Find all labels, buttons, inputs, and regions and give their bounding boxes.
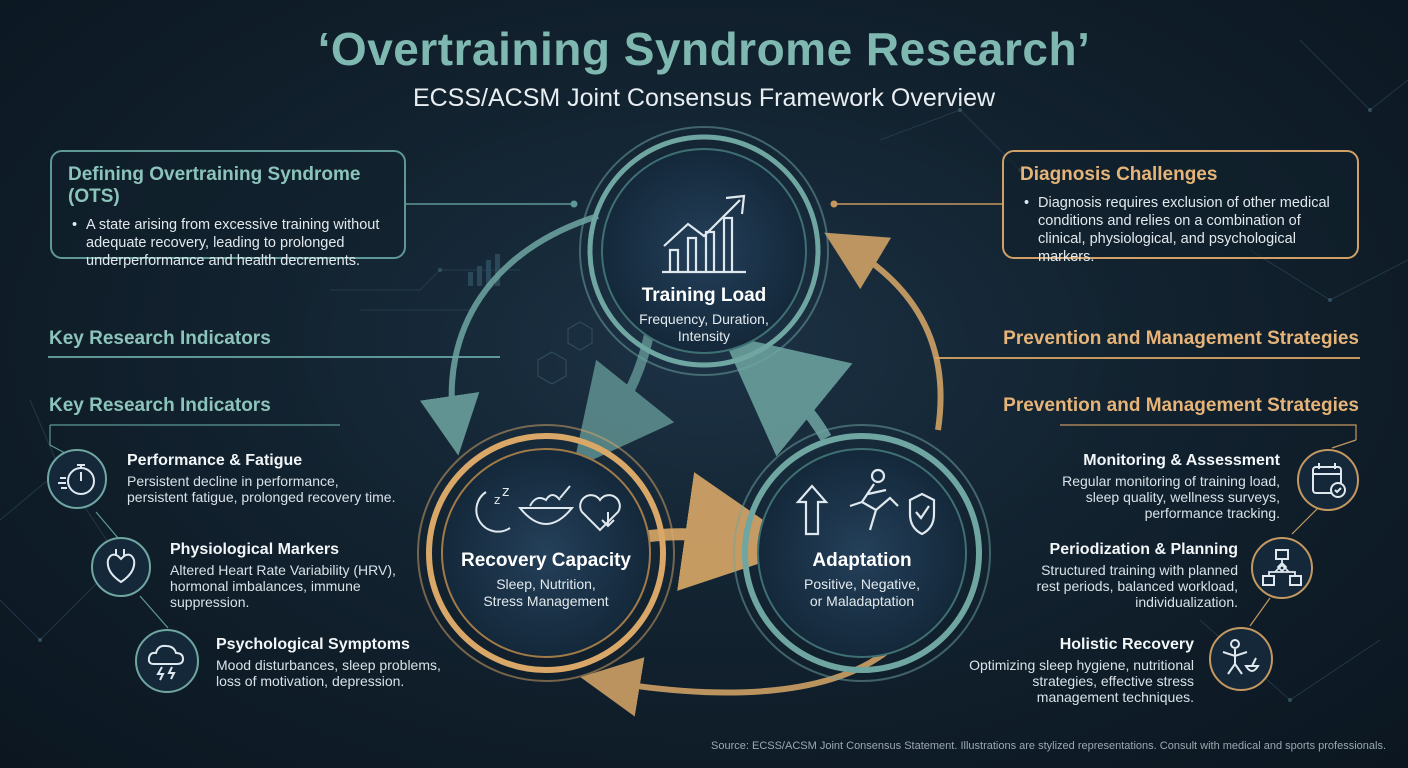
wellness-figure-icon: [1209, 627, 1273, 691]
right-section-heading-lower: Prevention and Management Strategies: [1003, 395, 1359, 416]
right-section-heading-upper: Prevention and Management Strategies: [1003, 328, 1359, 349]
strategy-title: Holistic Recovery: [1059, 636, 1194, 653]
strategy-desc-line: rest periods, balanced workload,: [1036, 578, 1238, 594]
left-section-heading-lower: Key Research Indicators: [49, 395, 271, 416]
cycle-arc-left: [420, 213, 599, 456]
indicator-desc-line: suppression.: [170, 594, 250, 610]
strategy-desc-line: management techniques.: [1036, 689, 1194, 705]
calendar-check-icon: [1297, 449, 1359, 511]
strategy-title: Periodization & Planning: [1049, 541, 1238, 558]
recovery-capacity-sub: Stress Management: [483, 593, 609, 609]
strategy-holistic: Holistic Recovery Optimizing sleep hygie…: [894, 636, 1194, 705]
indicator-title: Physiological Markers: [170, 541, 339, 558]
strategy-title: Monitoring & Assessment: [1083, 452, 1280, 469]
runner-shield-icon: [795, 468, 936, 536]
adaptation-title: Adaptation: [812, 550, 912, 571]
strategy-monitoring: Monitoring & Assessment Regular monitori…: [980, 452, 1280, 521]
indicator-title: Performance & Fatigue: [127, 452, 303, 469]
page-title: ‘Overtraining Syndrome Research’: [317, 23, 1091, 75]
strategy-desc-line: Structured training with planned: [1041, 562, 1238, 578]
diagnosis-box: Diagnosis Challenges Diagnosis requires …: [1002, 150, 1359, 265]
indicator-desc-line: persistent fatigue, prolonged recovery t…: [127, 489, 396, 505]
indicator-desc-line: Altered Heart Rate Variability (HRV),: [170, 562, 396, 578]
hierarchy-icon: [1251, 537, 1313, 599]
indicator-desc-line: hormonal imbalances, immune: [170, 578, 361, 594]
definition-box: Defining Overtraining Syndrome (OTS) A s…: [50, 150, 406, 269]
heart-organ-icon: [91, 537, 151, 597]
adaptation-node: Adaptation Positive, Negative, or Malada…: [752, 550, 972, 610]
svg-text:z: z: [502, 484, 509, 500]
storm-cloud-icon: [135, 629, 199, 693]
diagnosis-title: Diagnosis Challenges: [1020, 164, 1218, 185]
rising-chart-icon: [662, 194, 746, 274]
strategy-desc-line: Optimizing sleep hygiene, nutritional: [969, 657, 1194, 673]
training-load-sub: Frequency, Duration,: [639, 311, 769, 327]
strategy-desc-line: Regular monitoring of training load,: [1062, 473, 1280, 489]
svg-text:z: z: [494, 493, 500, 507]
diagnosis-text: Diagnosis requires exclusion of other me…: [1020, 194, 1341, 266]
recovery-capacity-sub: Sleep, Nutrition,: [496, 576, 596, 592]
strategy-desc-line: sleep quality, wellness surveys,: [1085, 489, 1280, 505]
adaptation-sub: or Maladaptation: [809, 593, 915, 609]
page-subtitle: ECSS/ACSM Joint Consensus Framework Over…: [412, 84, 996, 112]
indicator-desc-line: Mood disturbances, sleep problems,: [216, 657, 441, 673]
recovery-capacity-node: Recovery Capacity Sleep, Nutrition, Stre…: [436, 550, 656, 610]
cycle-arc-bottom: [580, 637, 903, 717]
indicator-performance: Performance & Fatigue Persistent decline…: [127, 452, 447, 505]
source-note: Source: ECSS/ACSM Joint Consensus Statem…: [711, 740, 1386, 752]
adaptation-sub: Positive, Negative,: [804, 576, 920, 592]
bar-decoration: [468, 254, 500, 286]
indicator-desc-line: Persistent decline in performance,: [127, 473, 339, 489]
flow-training-to-recovery: [572, 329, 675, 470]
training-load-title: Training Load: [641, 285, 767, 306]
sleep-food-heart-icon: z z: [475, 484, 621, 533]
flow-adaptation-to-training: [721, 334, 853, 457]
definition-title: Defining Overtraining Syndrome (OTS): [68, 164, 361, 207]
strategy-desc-line: individualization.: [1135, 594, 1238, 610]
indicator-title: Psychological Symptoms: [216, 636, 410, 653]
hexagon-decoration: [537, 321, 593, 385]
recovery-capacity-title: Recovery Capacity: [460, 550, 632, 571]
indicator-physiological: Physiological Markers Altered Heart Rate…: [170, 541, 430, 610]
left-section-heading-upper: Key Research Indicators: [49, 328, 271, 349]
training-load-node: Training Load Frequency, Duration, Inten…: [604, 285, 804, 345]
stopwatch-icon: [47, 449, 107, 509]
strategy-desc-line: performance tracking.: [1144, 505, 1280, 521]
cycle-arc-right: [824, 232, 944, 431]
strategy-desc-line: strategies, effective stress: [1032, 673, 1194, 689]
strategy-periodization: Periodization & Planning Structured trai…: [958, 541, 1238, 610]
definition-text: A state arising from excessive training …: [68, 216, 388, 270]
indicator-desc-line: loss of motivation, depression.: [216, 673, 405, 689]
indicator-psychological: Psychological Symptoms Mood disturbances…: [216, 636, 456, 689]
training-load-sub: Intensity: [677, 328, 731, 344]
